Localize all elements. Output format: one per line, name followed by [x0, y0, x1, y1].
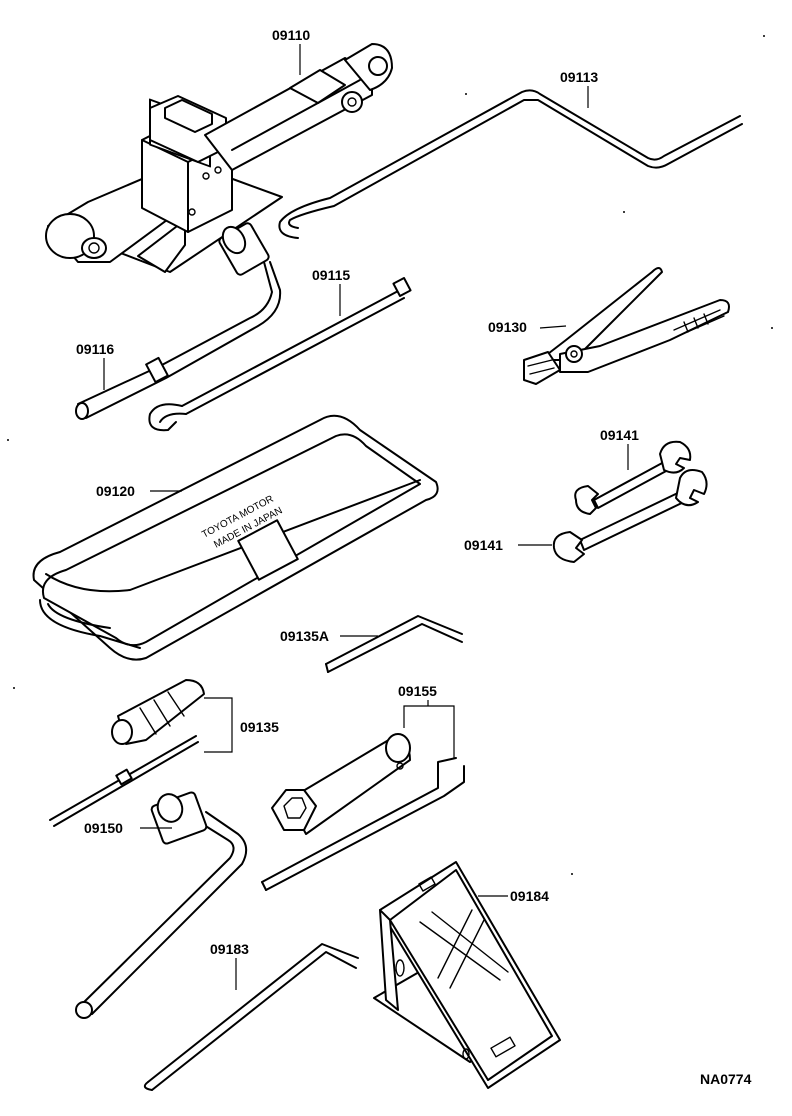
spanner-small [574, 440, 692, 515]
label-plug-wrench: 09155 [398, 683, 437, 699]
label-spanner-small: 09141 [600, 427, 639, 443]
scissor-jack [45, 43, 393, 273]
diagram-code: NA0774 [700, 1071, 752, 1087]
label-tool-bag: 09120 [96, 483, 135, 499]
hub-nut-wrench [75, 791, 248, 1019]
label-jack-handle: 09113 [560, 69, 598, 85]
wheel-chock [373, 861, 561, 1089]
jack-handle [278, 89, 743, 239]
tool-bag: TOYOTA MOTOR MADE IN JAPAN [32, 414, 439, 661]
screwdriver-bit [325, 615, 463, 673]
label-extension: 09115 [312, 267, 350, 283]
label-hub-nut-wrench: 09150 [84, 820, 123, 836]
label-jack: 09110 [272, 27, 310, 43]
label-screwdriver: 09135 [240, 719, 279, 735]
tool-09183 [143, 943, 359, 1091]
jack-handle-extension [148, 277, 412, 432]
pliers [523, 267, 730, 385]
spanner-large [552, 469, 708, 563]
label-screwdriver-bit: 09135A [280, 628, 329, 644]
plug-wrench [261, 733, 465, 891]
label-wheel-chock: 09184 [510, 888, 549, 904]
label-spanner-large: 09141 [464, 537, 503, 553]
label-pliers: 09130 [488, 319, 527, 335]
screwdriver [49, 679, 205, 827]
label-wrench-rod: 09116 [76, 341, 114, 357]
wheel-wrench-rod [75, 222, 282, 420]
label-tool-09183: 09183 [210, 941, 249, 957]
